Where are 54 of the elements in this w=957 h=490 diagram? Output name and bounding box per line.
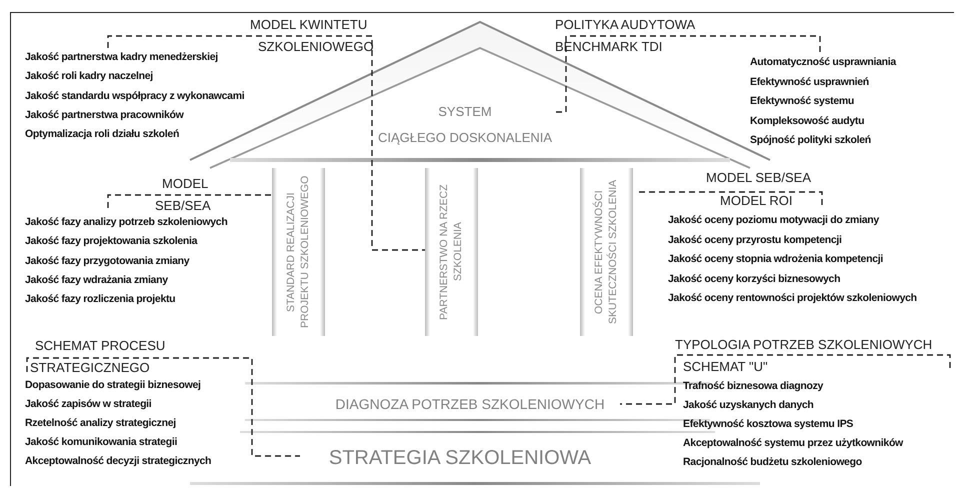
criterion-text: Akceptowalność decyzji strategicznych — [25, 454, 212, 469]
criterion-text: Jakość oceny korzyści biznesowych — [668, 272, 840, 286]
pillar: OCENA EFEKTYWNOŚCI SKUTECZNOŚCI SZKOLENIA — [580, 168, 633, 336]
criterion-text: Kompleksowość audytu — [750, 114, 864, 128]
criterion-text: Jakość komunikowania strategii — [25, 435, 178, 450]
group-subheading: SZKOLENIOWEGO — [258, 39, 374, 55]
criterion-text: Automatyczność usprawniania — [750, 55, 896, 70]
criterion-text: Jakość oceny stopnia wdrożenia kompetencji — [668, 252, 883, 267]
group-heading: MODEL SEB/SEA — [706, 170, 811, 186]
group-subheading: STRATEGICZNEGO — [30, 360, 150, 376]
criterion-text: Jakość oceny rentowności projektów szkoleniowych — [668, 291, 917, 306]
criterion-text: Efektywność kosztowa systemu IPS — [683, 417, 854, 432]
criterion-text: Jakość uzyskanych danych — [683, 398, 814, 413]
criterion-text: Efektywność systemu — [750, 94, 854, 109]
criterion-text: Racjonalność budżetu szkoleniowego — [683, 455, 862, 470]
criterion-text: Jakość fazy projektowania szkolenia — [25, 234, 198, 250]
criterion-text: Jakość roli kadry naczelnej — [25, 69, 153, 84]
pillar: STANDARD REALIZACJI PROJEKTU SZKOLENIOWEGO — [272, 168, 325, 336]
criterion-text: Spójność polityki szkoleń — [750, 133, 871, 148]
criterion-text: Dopasowanie do strategii biznesowej — [25, 378, 201, 393]
foundation-label: DIAGNOZA POTRZEB SZKOLENIOWYCH — [335, 396, 605, 412]
criterion-text: Jakość oceny przyrostu kompetencji — [668, 232, 842, 248]
criterion-text: Jakość oceny poziomu motywacji do zmiany — [668, 213, 879, 228]
dashed-connector — [620, 354, 951, 405]
roof-label: CIĄGŁEGO DOSKONALENIA — [378, 129, 552, 147]
criterion-text: Optymalizacja roli działu szkoleń — [25, 127, 180, 142]
group-heading: POLITYKA AUDYTOWA — [555, 17, 696, 33]
dashed-connector — [107, 35, 425, 251]
criterion-text: Jakość zapisów w strategii — [25, 397, 152, 412]
criterion-text: Rzetelność analizy strategicznej — [25, 416, 176, 431]
criterion-text: Jakość partnerstwa kadry menedżerskiej — [25, 50, 218, 65]
criterion-text: Efektywność usprawnień — [750, 74, 869, 90]
criterion-text: Jakość partnerstwa pracowników — [25, 108, 184, 123]
dashed-connector — [107, 194, 272, 208]
group-heading: MODEL — [162, 176, 208, 192]
criterion-text: Jakość fazy przygotowania zmiany — [25, 254, 190, 269]
criterion-text: Jakość fazy rozliczenia projektu — [25, 292, 176, 308]
dashed-connector — [554, 35, 821, 113]
group-subheading: SEB/SEA — [155, 198, 211, 214]
group-heading: SCHEMAT PROCESU — [35, 338, 166, 354]
group-heading: TYPOLOGIA POTRZEB SZKOLENIOWYCH — [675, 337, 932, 353]
criterion-text: Jakość fazy analizy potrzeb szkoleniowych — [25, 215, 228, 230]
group-heading: MODEL KWINTETU — [250, 17, 368, 33]
pillar: PARTNERSTWO NA RZECZ SZKOLENIA — [425, 168, 478, 336]
criterion-text: Akceptowalność systemu przez użytkowników — [683, 436, 903, 451]
group-subheading: MODEL ROI — [720, 193, 792, 209]
criterion-text: Jakość standardu współpracy z wykonawcami — [25, 88, 244, 104]
foundation-label: STRATEGIA SZKOLENIOWA — [328, 446, 592, 470]
group-subheading: SCHEMAT "U" — [683, 359, 768, 375]
criterion-text: Trafność biznesowa diagnozy — [683, 379, 824, 394]
group-subheading: BENCHMARK TDI — [555, 39, 662, 55]
roof-label: SYSTEM — [438, 103, 492, 121]
dashed-connector — [26, 357, 300, 457]
criterion-text: Jakość fazy wdrażania zmiany — [25, 272, 168, 288]
